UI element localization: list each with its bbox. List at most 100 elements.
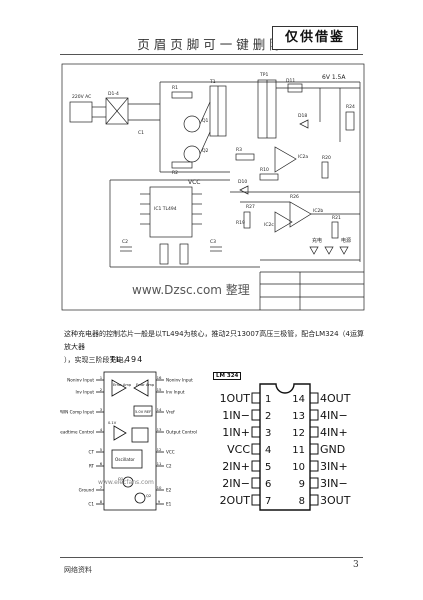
lm324-pin-num-3: 3 [265, 428, 271, 439]
page-number: 3 [353, 560, 359, 570]
lm324-pin-num-11: 11 [292, 445, 305, 456]
label-r10: R10 [260, 167, 269, 173]
tl494-pin-label-14: Vref [166, 410, 175, 415]
tl494-pin-num-13: 13 [157, 427, 162, 432]
tl494-pin-num-5: 5 [100, 447, 103, 452]
charger-schematic: 220V AC D1-4 TP1 R1 C1 R2 R3 IC1 TL494 V… [61, 63, 365, 311]
tl494-amp1: Error Amp [113, 383, 132, 387]
lm324-pin-num-4: 4 [265, 445, 271, 456]
lm324-pin-label-2: 1IN− [222, 409, 250, 422]
label-d10: D10 [238, 179, 247, 185]
lm324-pin-label-12: 4IN+ [320, 426, 348, 439]
header-rule [60, 54, 363, 55]
tl494-pin-label-12: VCC [166, 450, 175, 455]
tl494-pin-num-12: 12 [157, 447, 162, 452]
lm324-pin-label-5: 2IN+ [222, 460, 250, 473]
label-q1: Q1 [202, 118, 209, 124]
tl494-pin-num-1: 1 [100, 375, 103, 380]
tl494-pin-num-8: 8 [100, 499, 103, 504]
lm324-pin-box-6 [251, 477, 261, 489]
label-r27: R27 [246, 204, 255, 210]
label-c2: C2 [122, 239, 128, 245]
caption: 这种充电器的控制芯片一般是以TL494为核心，推动2只13007高压三极管，配合… [64, 328, 364, 367]
lm324-pin-label-13: 4IN− [320, 409, 348, 422]
label-r21: R21 [332, 215, 341, 221]
lm324-title: LM 324 [213, 372, 242, 380]
label-c3: C3 [210, 239, 216, 245]
lm324-pin-box-14 [309, 392, 319, 404]
lm324-pin-label-8: 3OUT [320, 494, 351, 507]
lm324-pin-box-5 [251, 460, 261, 472]
caption-line-1: 这种充电器的控制芯片一般是以TL494为核心，推动2只13007高压三极管，配合… [64, 330, 365, 351]
caption-line-2: ），实现三阶段充电。 [64, 356, 131, 364]
lm324-pin-num-6: 6 [265, 479, 271, 490]
footer-source: 网络资料 [64, 566, 92, 574]
tl494-pin-label-11: C2 [166, 464, 172, 469]
lm324-pin-box-12 [309, 426, 319, 438]
lm324-pin-box-8 [309, 494, 319, 506]
lm324-pin-num-13: 13 [292, 411, 305, 422]
tl494-diagram: Error Amp Error Amp 5.0V REF 0.1V Oscill… [60, 371, 197, 511]
label-c1: C1 [138, 130, 144, 136]
tl494-pin-label-4: Deadtime Control [60, 430, 94, 435]
tl494-pin-label-8: C1 [88, 502, 94, 507]
tl494-pin-label-7: Ground [79, 488, 95, 493]
lm324-pin-num-2: 2 [265, 411, 271, 422]
tl494-watermark: www.elecfans.com [98, 479, 154, 486]
label-ic2c: IC2c [264, 222, 274, 228]
lm324-pin-box-9 [309, 477, 319, 489]
lm324-pin-num-5: 5 [265, 462, 271, 473]
tl494-pin-num-10: 10 [157, 485, 162, 490]
tl494-ref: 5.0V REF [135, 410, 151, 414]
tl494-pin-num-9: 9 [158, 499, 161, 504]
lm324-pin-label-6: 2IN− [222, 477, 250, 490]
lm324-pin-box-3 [251, 426, 261, 438]
label-r24: R24 [346, 104, 355, 110]
label-d1: D1-4 [108, 91, 119, 97]
label-q2: Q2 [202, 148, 209, 154]
lm324-pin-num-8: 8 [299, 496, 305, 507]
lm324-pin-box-10 [309, 460, 319, 472]
tl494-q1: Q1 [118, 477, 123, 481]
tl494-pin-num-2: 2 [100, 387, 103, 392]
lm324-pin-label-3: 1IN+ [222, 426, 250, 439]
tl494-title: TL 494 [110, 355, 144, 364]
tl494-pin-label-5: CT [89, 450, 95, 455]
tl494-pin-label-10: E2 [166, 488, 172, 493]
label-d18: D18 [298, 113, 307, 119]
tl494-pin-num-7: 7 [100, 485, 103, 490]
label-r2: R2 [172, 170, 178, 176]
lm324-pin-box-11 [309, 443, 319, 455]
lm324-pin-box-1 [251, 392, 261, 404]
label-d11: D11 [286, 78, 295, 84]
tl494-q2: Q2 [146, 494, 151, 498]
tl494-pin-num-6: 6 [100, 461, 103, 466]
tl494-pin-label-3: Compen/PWN Comp Input [60, 410, 94, 415]
label-t1: T1 [209, 79, 216, 85]
lm324-pin-label-1: 1OUT [220, 392, 251, 405]
label-r3: R3 [236, 147, 242, 153]
label-r26: R26 [290, 194, 299, 200]
lm324-pin-label-11: GND [320, 443, 345, 456]
lm324-pin-box-13 [309, 409, 319, 421]
lm324-pin-num-1: 1 [265, 394, 271, 405]
tl494-pin-num-3: 3 [100, 407, 103, 412]
lm324-pin-num-10: 10 [292, 462, 305, 473]
tl494-pin-label-9: E1 [166, 502, 172, 507]
label-r19: R19 [236, 220, 245, 226]
tl494-osc: Oscillator [115, 457, 135, 462]
tl494-pin-label-6: RT [89, 464, 95, 469]
lm324-pin-box-7 [251, 494, 261, 506]
lm324-pin-num-14: 14 [292, 394, 305, 405]
tl494-dt: 0.1V [108, 421, 117, 425]
label-r20: R20 [322, 155, 331, 161]
lm324-pin-label-4: VCC [227, 443, 250, 456]
label-charge: 充电 [312, 237, 322, 244]
lm324-pin-num-9: 9 [299, 479, 305, 490]
label-power: 电源 [341, 237, 351, 244]
tl494-pin-label-1: Noninv Input [67, 378, 94, 383]
lm324-pin-label-9: 3IN− [320, 477, 348, 490]
tl494-pin-num-4: 4 [100, 427, 103, 432]
tl494-pin-label-15: Inv Input [166, 390, 185, 395]
lm324-pin-label-10: 3IN+ [320, 460, 348, 473]
